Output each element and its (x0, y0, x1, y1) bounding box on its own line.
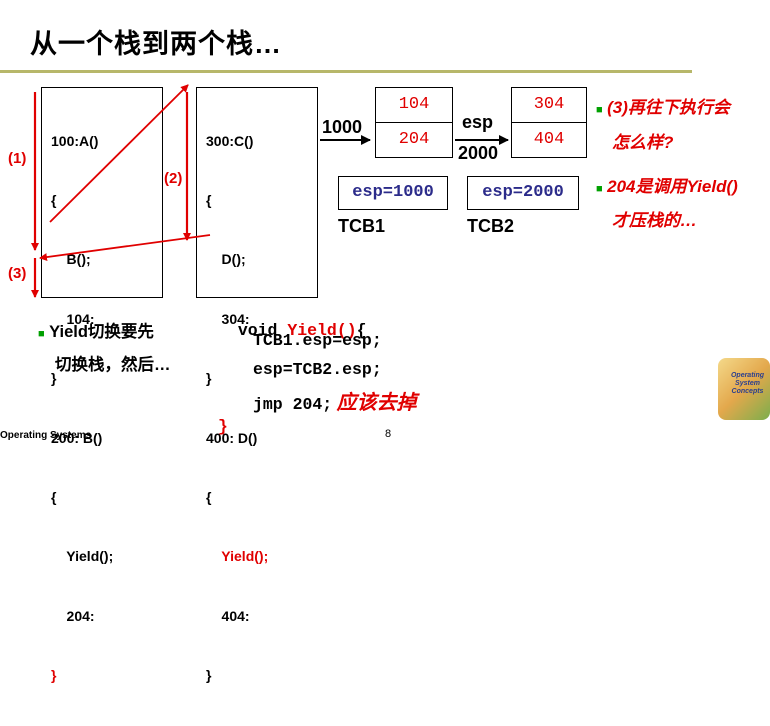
arrow-back (39, 234, 211, 262)
tcb1-stack-cell-top: 104 (375, 87, 453, 123)
tcb1-label: TCB1 (338, 216, 386, 236)
code-line: 104: (51, 310, 95, 327)
note-question-cont: 怎么样? (612, 133, 674, 152)
code-line: Yield(); (51, 548, 114, 565)
code-line: 404: (206, 607, 250, 624)
code-line: } (51, 370, 57, 387)
arrow-diagonal-up (49, 84, 189, 223)
yield-line-1: TCB1.esp=esp; (253, 331, 382, 350)
tcb1-esp-box: esp=1000 (338, 176, 448, 210)
code-line: } (51, 667, 57, 684)
code-line: } (206, 370, 212, 387)
note-question: ■ (3)再往下执行会 (596, 98, 730, 117)
arrow-label-2: (2) (164, 170, 183, 187)
footer-text: Operating Systems (0, 430, 92, 441)
tcb2-esp-label: esp (462, 112, 494, 132)
tcb2-stack-cell-bottom: 404 (511, 122, 587, 158)
tcb2-label: TCB2 (467, 216, 515, 236)
tcb2-esp-box: esp=2000 (467, 176, 579, 210)
book-cover-logo: Operating System Concepts (718, 358, 770, 420)
bullet-icon: ■ (38, 328, 45, 340)
code-line: B(); (51, 251, 91, 268)
code-line: D(); (206, 251, 246, 268)
code-line: Yield(); (206, 548, 269, 565)
yield-header: void Yield(){ (237, 321, 367, 340)
bullet-icon: ■ (596, 183, 603, 195)
code-line: 204: (51, 607, 95, 624)
code-line: 100:A() (51, 132, 99, 149)
left-note-cont: 切换栈，然后… (55, 356, 171, 374)
execution-flow-arrows (31, 84, 509, 298)
arrow-label-3: (3) (8, 265, 27, 282)
code-line: { (206, 488, 212, 505)
page-number: 8 (385, 428, 392, 440)
code-line: 300:C() (206, 132, 254, 149)
bullet-icon: ■ (596, 104, 603, 116)
stack1-code-box: 100:A() { B(); 104: } 200: B() { Yield()… (41, 87, 163, 683)
code-line: } (206, 667, 212, 684)
tcb1-stack-cell-bottom: 204 (375, 122, 453, 158)
note-push: ■ 204是调用Yield() (596, 177, 738, 196)
title-divider (0, 70, 692, 73)
code-line: 304: (206, 310, 250, 327)
code-line: { (206, 191, 212, 208)
note-push-cont: 才压栈的… (612, 211, 697, 230)
logo-text: Operating System Concepts (730, 372, 765, 395)
page-title: 从一个栈到两个栈… (30, 29, 282, 59)
yield-line-2: esp=TCB2.esp; (253, 360, 382, 379)
code-line: { (51, 488, 57, 505)
code-line: { (51, 191, 57, 208)
left-note: ■ Yield切换要先 (38, 323, 154, 341)
tcb1-stack-pointer: 1000 (322, 117, 363, 137)
arrow-label-1: (1) (8, 150, 27, 167)
tcb2-stack-cell-top: 304 (511, 87, 587, 123)
yield-line-3: jmp 204; 应该去掉 (253, 392, 417, 414)
yield-close: } (218, 417, 228, 436)
tcb2-stack-pointer: 2000 (458, 143, 499, 163)
